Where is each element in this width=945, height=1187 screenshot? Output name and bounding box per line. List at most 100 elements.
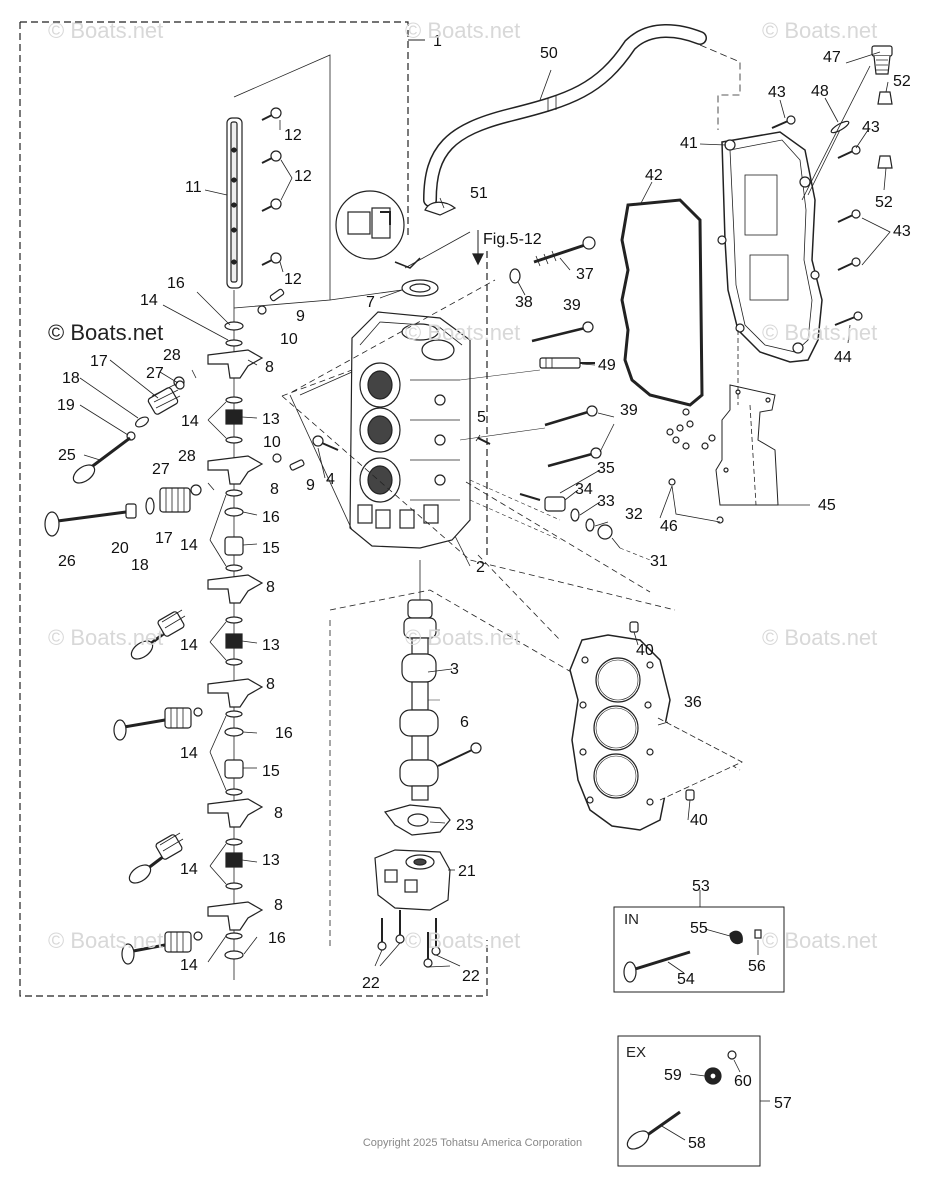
callout-37: 37 [576, 266, 594, 283]
callout-12: 12 [294, 168, 312, 185]
callout-5: 5 [477, 409, 486, 426]
callout-26: 26 [58, 553, 76, 570]
pins [257, 288, 305, 471]
callout-10: 10 [263, 434, 281, 451]
callout-7: 7 [366, 294, 375, 311]
watermark: © Boats.net [48, 625, 164, 650]
bolts-39 [459, 321, 602, 468]
callout-52: 52 [875, 194, 893, 211]
callout-20: 20 [111, 540, 129, 557]
callout-27: 27 [146, 365, 164, 382]
watermark: © Boats.net [762, 320, 878, 345]
oil-pressure-parts [469, 479, 651, 561]
assembly-boundary [19, 21, 488, 997]
callout-1: 1 [433, 33, 442, 50]
callout-8: 8 [265, 359, 274, 376]
callout-15: 15 [262, 763, 280, 780]
rocker-shaft [226, 54, 331, 309]
watermark: © Boats.net [48, 928, 164, 953]
callout-9: 9 [296, 308, 305, 325]
callout-25: 25 [58, 447, 76, 464]
gasket-23 [383, 804, 451, 836]
oil-cap [801, 45, 893, 201]
bolts-43-44 [771, 115, 891, 326]
callout-43: 43 [862, 119, 880, 136]
callout-16: 16 [262, 509, 280, 526]
callout-53: 53 [692, 878, 710, 895]
callout-46: 46 [660, 518, 678, 535]
callout-39: 39 [563, 297, 581, 314]
callout-11: 11 [185, 179, 202, 196]
callout-40: 40 [690, 812, 708, 829]
watermark: © Boats.net [405, 625, 521, 650]
callout-12: 12 [284, 127, 302, 144]
cover-gasket [620, 198, 704, 407]
callout-8: 8 [270, 481, 279, 498]
callout-36: 36 [684, 694, 702, 711]
cylinder-head [289, 311, 471, 549]
callout-8: 8 [266, 676, 275, 693]
breather-hose [423, 24, 741, 216]
callout-10: 10 [280, 331, 298, 348]
bolts-12 [261, 107, 293, 273]
callout-17: 17 [155, 530, 173, 547]
callout-14: 14 [140, 292, 158, 309]
callout-8: 8 [274, 805, 283, 822]
bolts-22 [374, 910, 461, 968]
callout-21: 21 [458, 863, 476, 880]
head-cover [717, 131, 823, 363]
callout-27: 27 [152, 461, 170, 478]
callout-8: 8 [274, 897, 283, 914]
callout-55: 55 [690, 920, 708, 937]
callout-8: 8 [266, 579, 275, 596]
callout-23: 23 [456, 817, 474, 834]
callout-43: 43 [768, 84, 786, 101]
callout-56: 56 [748, 958, 766, 975]
callout-33: 33 [597, 493, 615, 510]
callout-31: 31 [650, 553, 668, 570]
cover-plate [666, 330, 810, 524]
callout-12: 12 [284, 271, 302, 288]
callout-18: 18 [62, 370, 80, 387]
callout-14: 14 [180, 957, 198, 974]
callout-22: 22 [462, 968, 480, 985]
head-gasket [569, 634, 743, 831]
callout-54: 54 [677, 971, 695, 988]
callout-14: 14 [180, 745, 198, 762]
callout-51: 51 [470, 185, 488, 202]
watermark: © Boats.net [48, 320, 164, 345]
callout-2: 2 [476, 559, 485, 576]
callout-48: 48 [811, 83, 829, 100]
figure-ref: Fig.5-12 [483, 231, 542, 248]
callout-47: 47 [823, 49, 841, 66]
spark-plug [539, 357, 595, 369]
callout-28: 28 [178, 448, 196, 465]
callout-leaders [79, 51, 889, 1141]
callout-40: 40 [636, 642, 654, 659]
callout-16: 16 [268, 930, 286, 947]
oil-pump [374, 849, 451, 911]
callout-14: 14 [180, 861, 198, 878]
callout-15: 15 [262, 540, 280, 557]
camshaft [399, 560, 440, 801]
callout-14: 14 [181, 413, 199, 430]
callout-43: 43 [893, 223, 911, 240]
callout-3: 3 [450, 661, 459, 678]
bolt-5 [477, 437, 491, 445]
callout-13: 13 [262, 852, 280, 869]
watermark: © Boats.net [762, 625, 878, 650]
watermark: © Boats.net [762, 928, 878, 953]
inset-ex [617, 1035, 770, 1167]
callout-22: 22 [362, 975, 380, 992]
callout-41: 41 [680, 135, 698, 152]
callout-14: 14 [180, 537, 198, 554]
callout-9: 9 [306, 477, 315, 494]
retainers [175, 369, 215, 491]
fig-ref-arrow [404, 230, 484, 269]
cam-seal [329, 279, 439, 301]
callout-numbers: 1 2 3 4 5 6 7 8 8 8 8 8 8 9 9 10 10 11 1… [57, 33, 911, 1152]
callout-60: 60 [734, 1073, 752, 1090]
callout-34: 34 [575, 481, 593, 498]
inset-in [613, 890, 785, 993]
